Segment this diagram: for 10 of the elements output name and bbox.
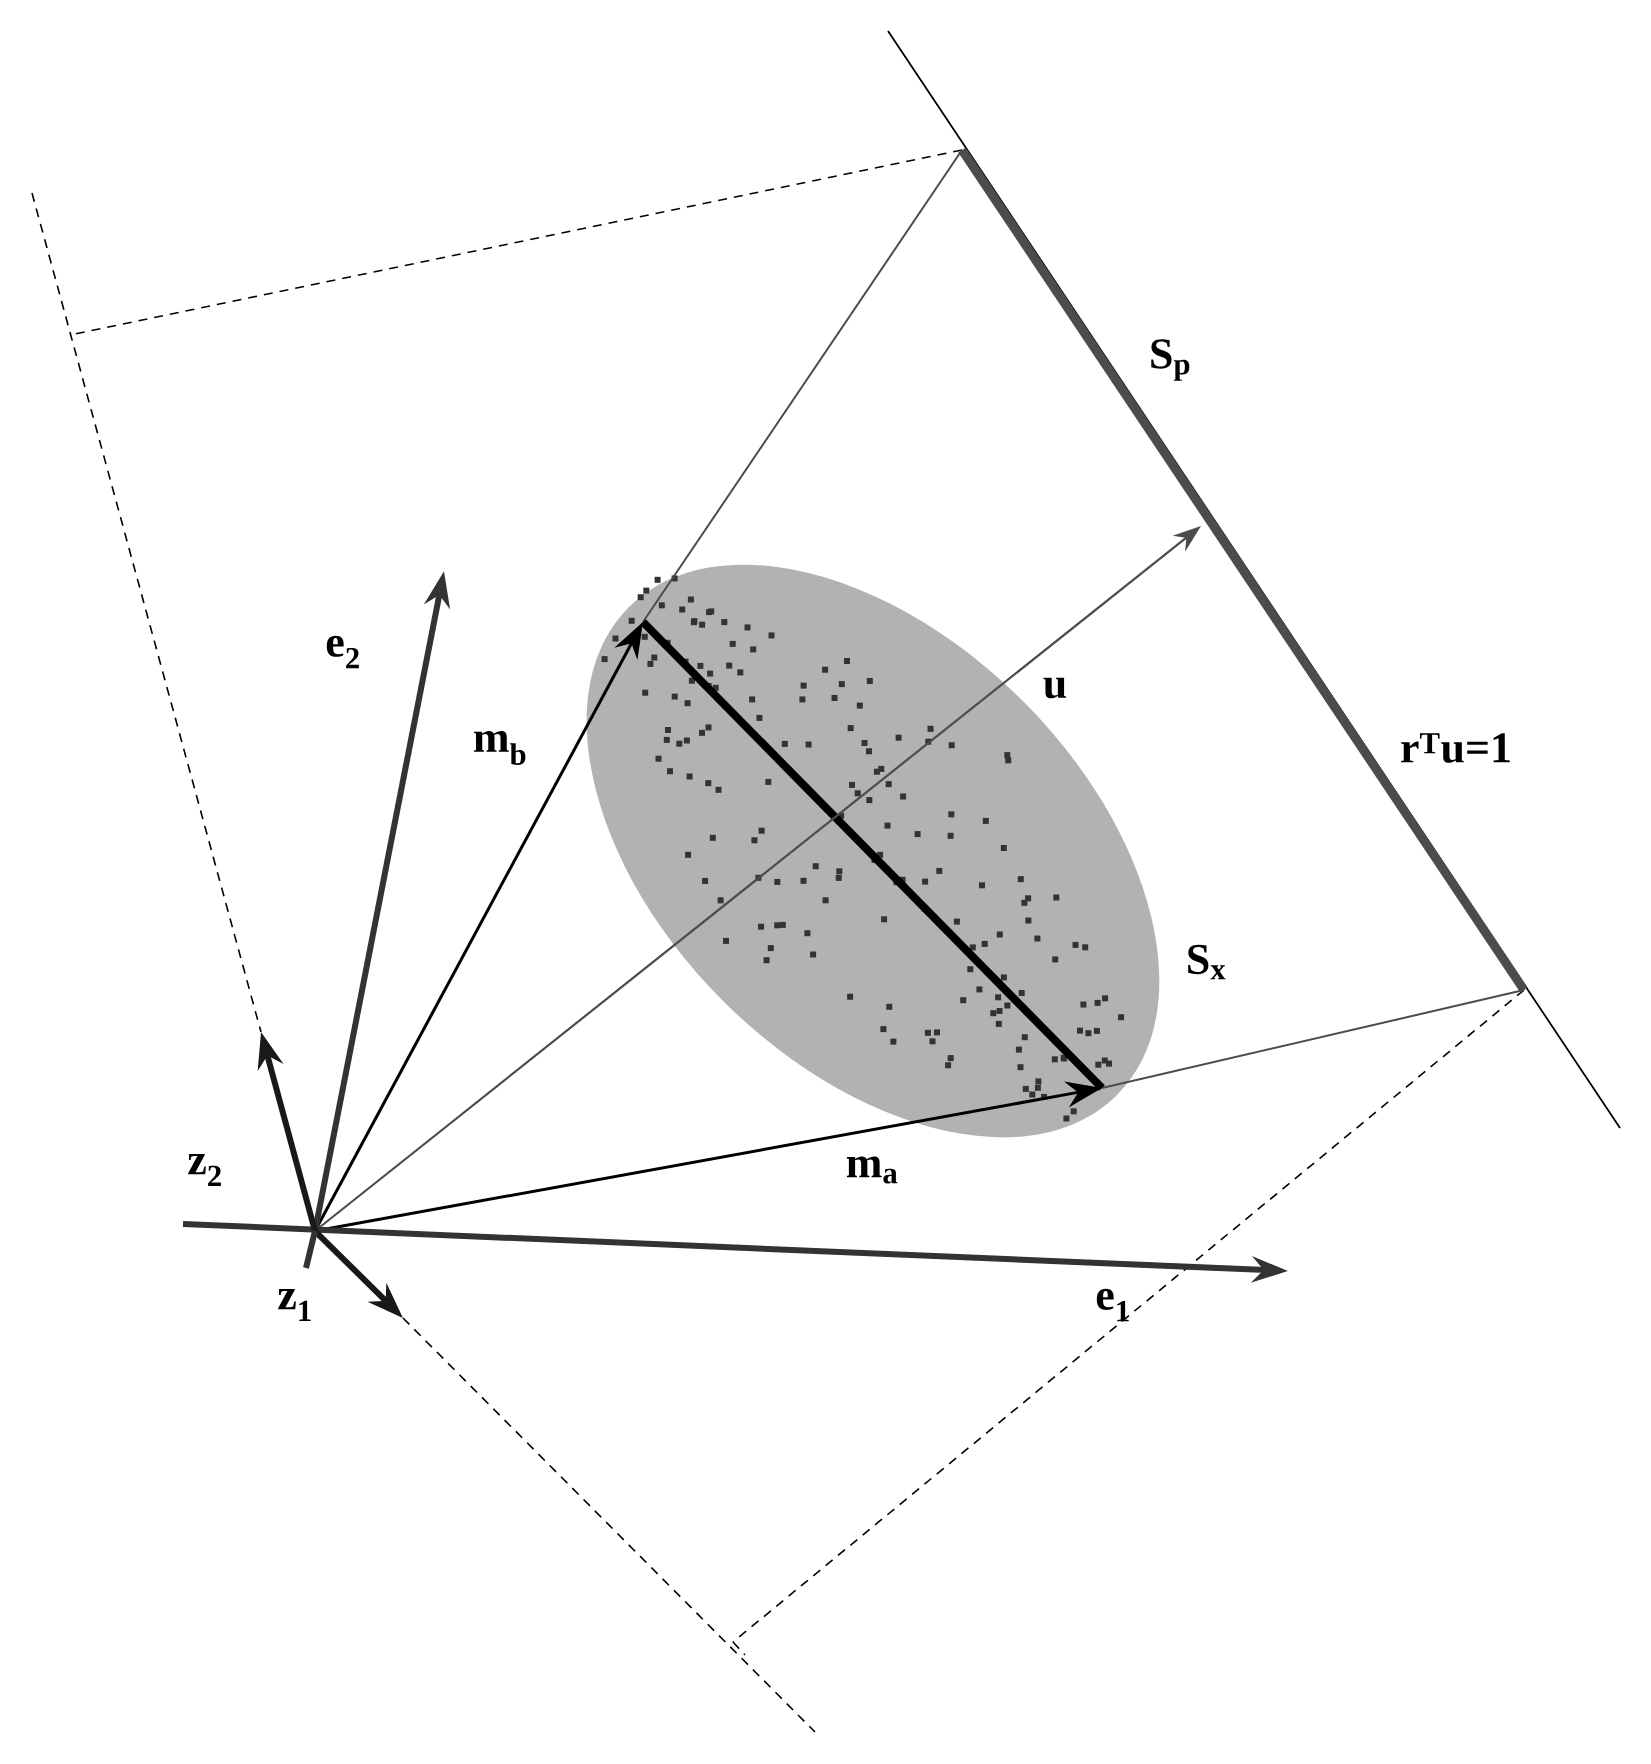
math-label: z$_{1}$: [278, 1289, 311, 1321]
math-label: e$_{2}$: [326, 635, 359, 669]
math-label: u: [1043, 677, 1067, 699]
math-label: m$_{a}$: [846, 1156, 898, 1184]
math-label: S$_{p}$: [1151, 339, 1190, 381]
math-label: e$_{1}$: [1096, 1288, 1129, 1322]
math-label: S$_{x}$: [1188, 944, 1226, 980]
math-label: m$_{b}$: [474, 731, 526, 765]
math-label: r$^{T}$u=1: [1401, 733, 1510, 763]
math-label: z$_{2}$: [188, 1154, 221, 1186]
